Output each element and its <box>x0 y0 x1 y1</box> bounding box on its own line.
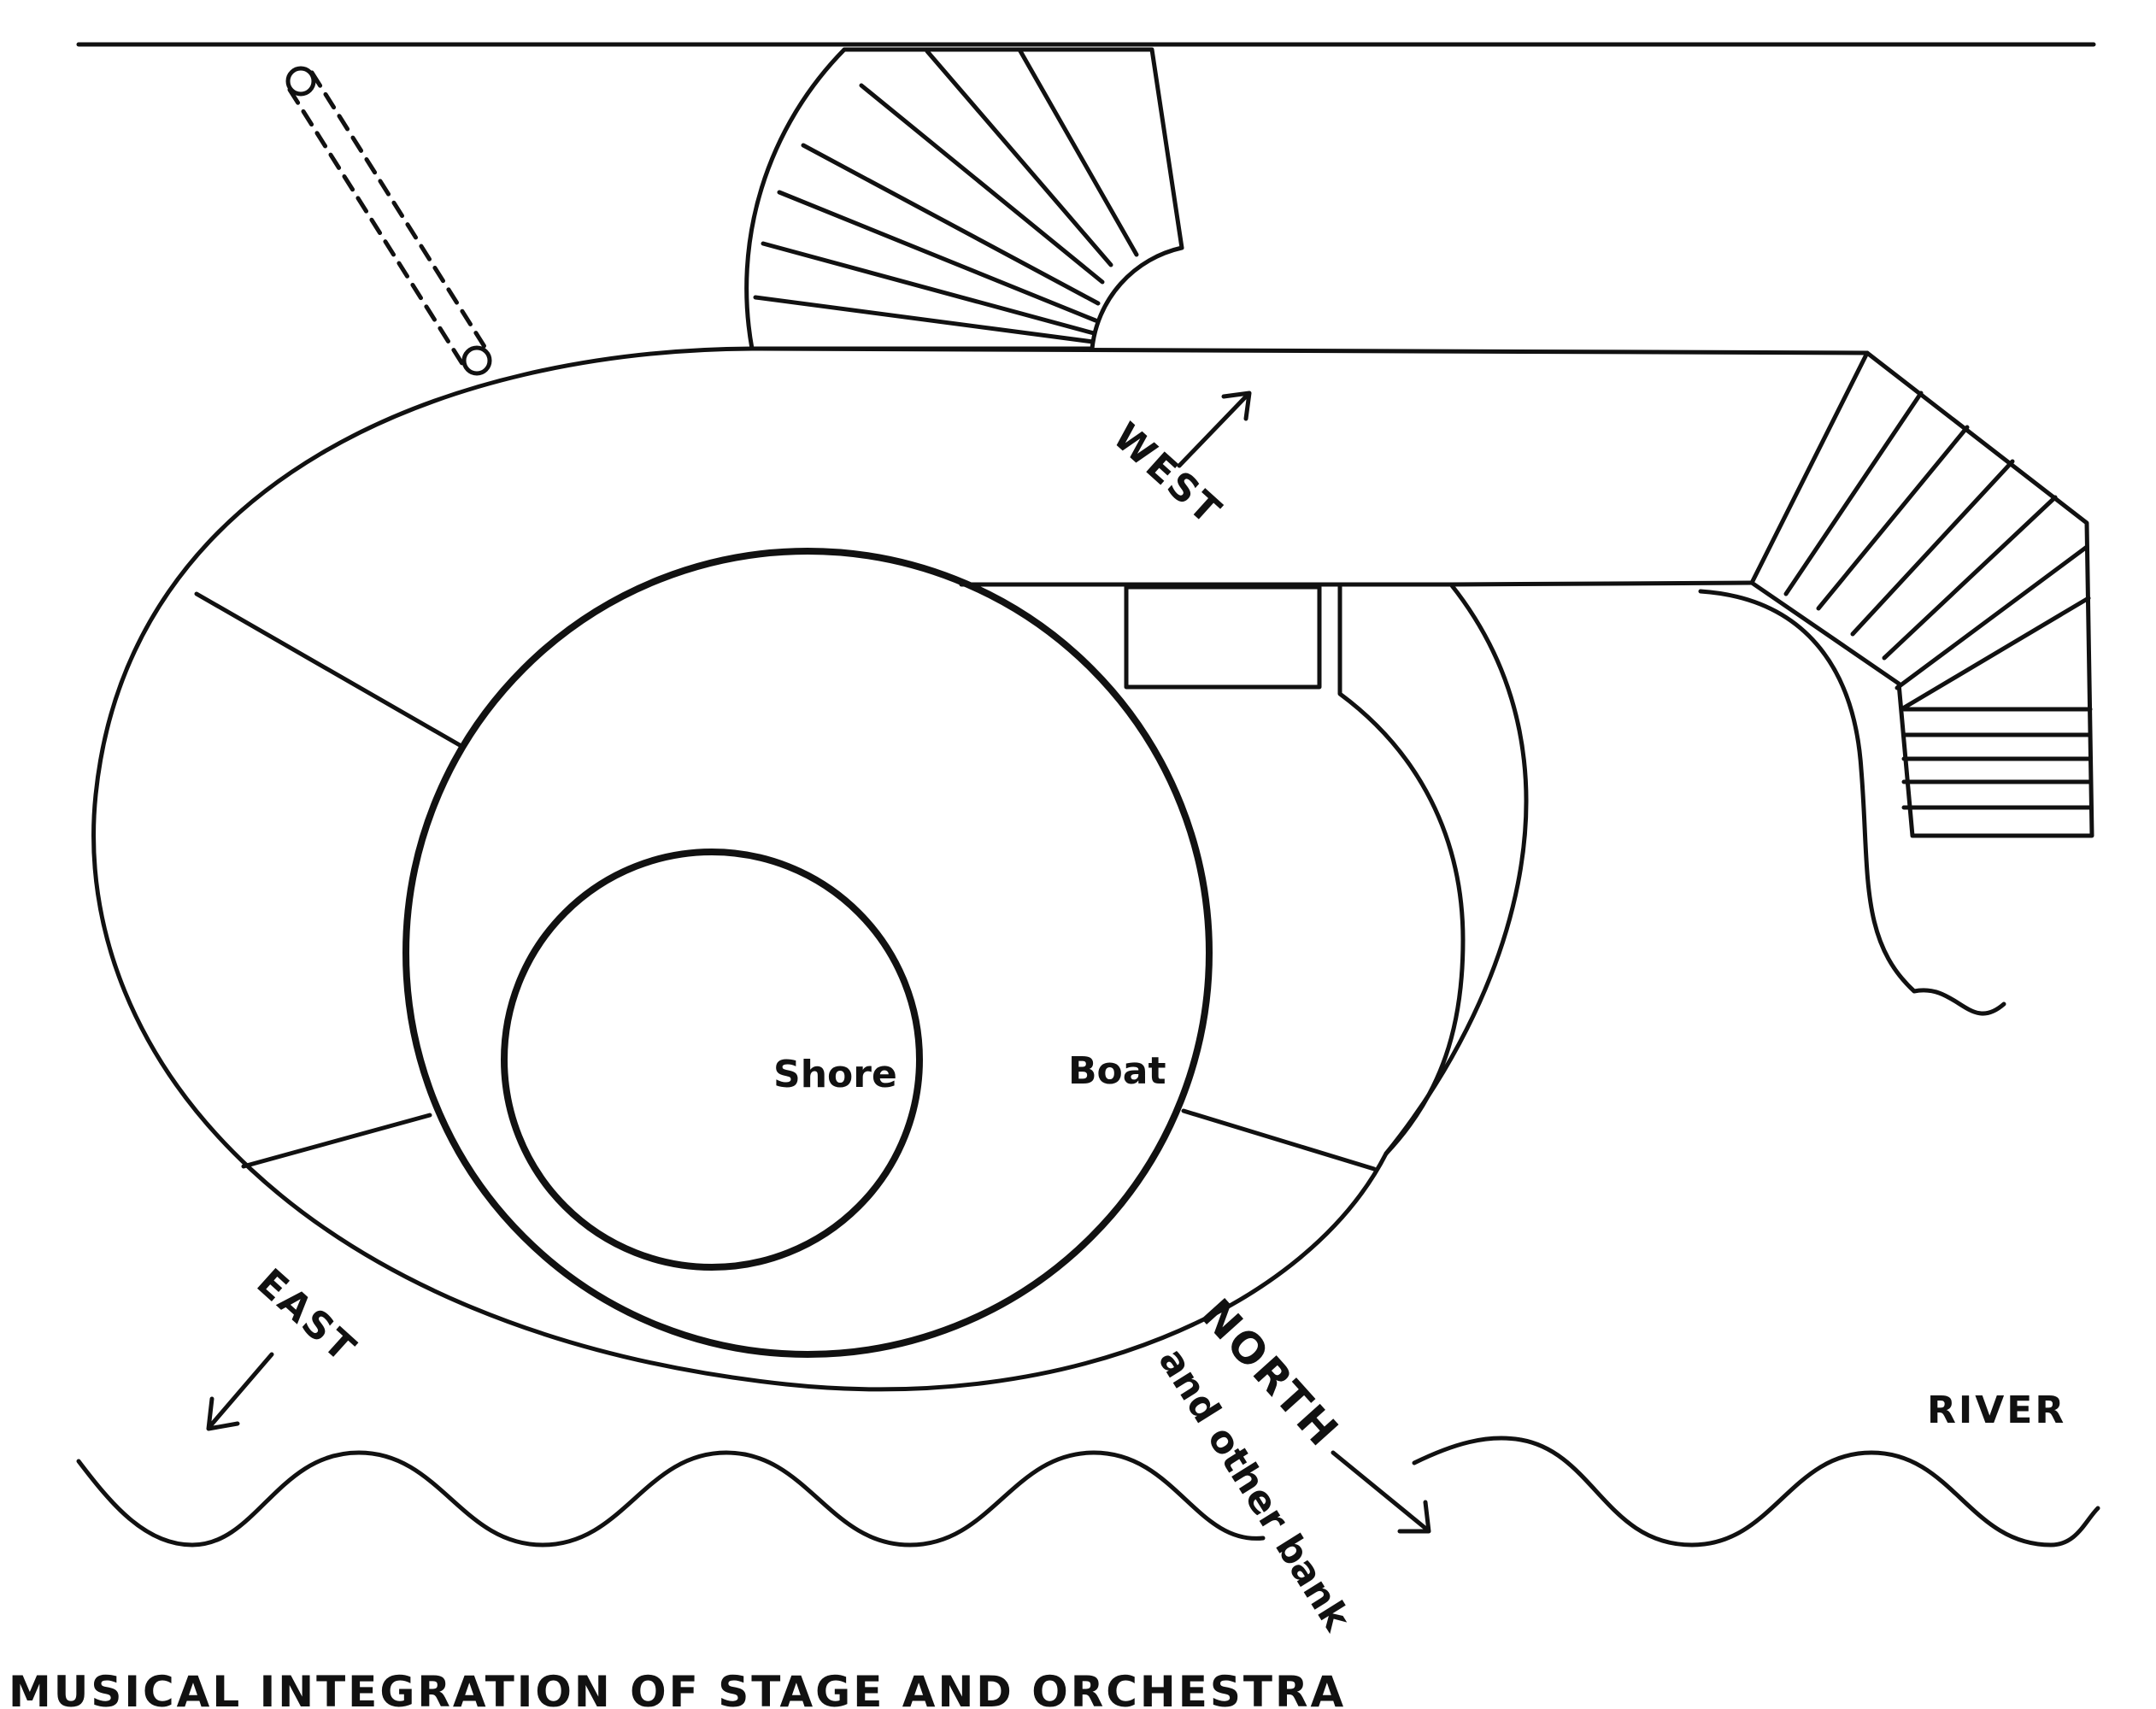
east-label: EAST <box>249 1260 366 1371</box>
top-fan-step <box>761 241 1096 336</box>
river-waves-right <box>1412 1436 2100 1547</box>
ring-divider-upper-left <box>194 591 462 748</box>
side-partition <box>1337 584 1466 1156</box>
top-fan-step <box>801 143 1101 306</box>
boat-label: Boat <box>1068 1049 1166 1093</box>
right-fan-step <box>1850 459 2015 637</box>
top-fan-step <box>859 83 1105 285</box>
top-fan-step <box>1017 47 1139 257</box>
north-direction-arrow <box>1331 1450 1431 1534</box>
top-fan-step <box>777 190 1098 323</box>
ring-divider-lower-right <box>1181 1108 1377 1172</box>
prompter-box <box>1124 584 1322 690</box>
river-waves-left <box>76 1450 1266 1547</box>
right-fan-step <box>1783 391 1924 596</box>
right-fan-step <box>1899 596 2091 712</box>
right-fan-step <box>1882 495 2058 661</box>
dashed-pole <box>285 66 492 376</box>
shore-label: Shore <box>773 1053 897 1096</box>
shore-circle <box>501 849 923 1271</box>
platform-outline <box>91 346 1870 1392</box>
top-fan-staircase <box>744 47 1184 351</box>
right-fan-staircase <box>1749 350 2094 838</box>
right-fan-step <box>1895 544 2089 690</box>
boat-circle <box>402 548 1213 1358</box>
diagram-caption: MUSICAL INTEGRATION OF STAGE AND ORCHEST… <box>9 1667 1346 1709</box>
top-fan-step <box>925 49 1113 267</box>
right-fan-step <box>1816 425 1970 611</box>
west-direction-arrow <box>1177 391 1252 468</box>
top-fan-step <box>753 295 1096 344</box>
river-label: RIVER <box>1927 1389 2066 1432</box>
east-direction-arrow <box>206 1352 274 1431</box>
ring-divider-lower-left <box>241 1113 432 1169</box>
bank-curve <box>1698 589 2006 1016</box>
